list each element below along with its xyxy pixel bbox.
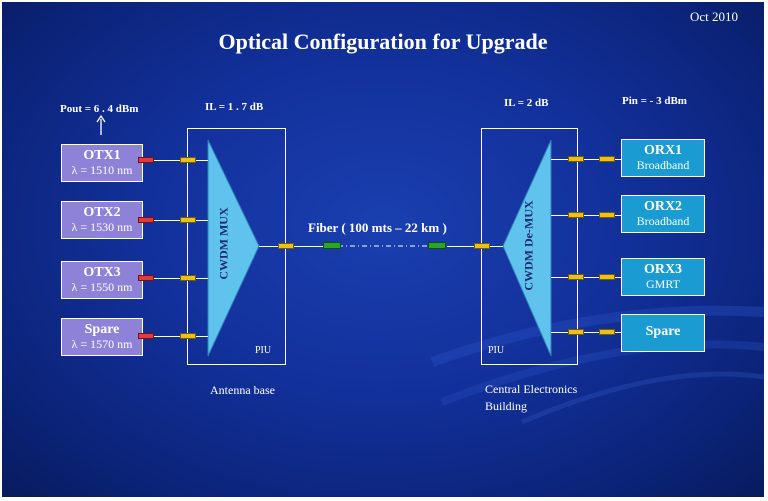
- connector-yellow: [278, 243, 294, 249]
- receiver-sublabel: Broadband: [636, 158, 690, 172]
- piu-left-label: PIU: [255, 345, 272, 356]
- transmitter-otx1[interactable]: OTX1 λ = 1510 nm: [61, 144, 143, 182]
- slide-title: Optical Configuration for Upgrade: [218, 29, 548, 54]
- connector-green: [323, 242, 341, 249]
- wire: [551, 332, 623, 333]
- receiver-name: ORX3: [643, 262, 683, 277]
- receiver-name: Spare: [645, 324, 681, 339]
- wire: [551, 215, 623, 216]
- transmitter-spare[interactable]: Spare λ = 1570 nm: [61, 318, 143, 356]
- receiver-orx2[interactable]: ORX2 Broadband: [621, 195, 705, 233]
- wire: [143, 160, 208, 161]
- demux-label: CWDM De-MUX: [521, 200, 536, 291]
- transmitter-name: OTX3: [83, 265, 121, 280]
- connector-yellow: [599, 274, 615, 280]
- receiver-name: ORX1: [643, 143, 683, 158]
- receiver-orx1[interactable]: ORX1 Broadband: [621, 139, 705, 177]
- connector-red: [138, 333, 154, 339]
- date-label: Oct 2010: [690, 9, 739, 24]
- building-label: Building: [485, 399, 528, 413]
- transmitter-wavelength: λ = 1530 nm: [71, 220, 133, 234]
- wire: [143, 336, 208, 337]
- connector-yellow: [180, 333, 196, 339]
- wire: [551, 159, 623, 160]
- transmitter-name: Spare: [84, 322, 120, 337]
- connector-yellow: [599, 329, 615, 335]
- transmitter-name: OTX1: [83, 148, 121, 163]
- receiver-name: ORX2: [643, 199, 683, 214]
- connector-yellow: [568, 212, 584, 218]
- piu-right-label: PIU: [488, 345, 505, 356]
- connector-green: [428, 242, 446, 249]
- transmitter-wavelength: λ = 1550 nm: [71, 280, 133, 294]
- wire: [143, 220, 208, 221]
- receiver-sublabel: GMRT: [646, 277, 680, 291]
- pin-label: Pin = - 3 dBm: [622, 95, 687, 107]
- connector-yellow: [474, 243, 490, 249]
- fiber-dashed-line: [338, 245, 434, 247]
- receiver-sublabel: Broadband: [636, 214, 690, 228]
- connector-yellow: [180, 275, 196, 281]
- transmitter-name: OTX2: [83, 205, 121, 220]
- mux-label: CWDM MUX: [216, 207, 231, 280]
- insertion-loss-right: IL = 2 dB: [504, 97, 549, 109]
- connector-red: [138, 275, 154, 281]
- connector-yellow: [599, 156, 615, 162]
- wire: [143, 278, 208, 279]
- central-electronics-label: Central Electronics: [485, 382, 578, 396]
- insertion-loss-left: IL = 1 . 7 dB: [205, 101, 264, 113]
- pout-label: Pout = 6 . 4 dBm: [60, 103, 139, 115]
- transmitter-otx3[interactable]: OTX3 λ = 1550 nm: [61, 261, 143, 299]
- connector-yellow: [568, 156, 584, 162]
- transmitter-wavelength: λ = 1570 nm: [71, 337, 133, 351]
- connector-yellow: [599, 212, 615, 218]
- connector-yellow: [568, 274, 584, 280]
- wire: [551, 277, 623, 278]
- antenna-base-label: Antenna base: [210, 383, 275, 397]
- fiber-label: Fiber ( 100 mts – 22 km ): [308, 220, 447, 235]
- connector-yellow: [568, 329, 584, 335]
- receiver-orx3[interactable]: ORX3 GMRT: [621, 258, 705, 296]
- connector-yellow: [180, 217, 196, 223]
- receiver-spare[interactable]: Spare: [621, 314, 705, 352]
- connector-yellow: [180, 157, 196, 163]
- connector-red: [138, 217, 154, 223]
- transmitter-otx2[interactable]: OTX2 λ = 1530 nm: [61, 201, 143, 239]
- transmitter-wavelength: λ = 1510 nm: [71, 163, 133, 177]
- connector-red: [138, 157, 154, 163]
- up-arrow-icon: [96, 114, 106, 135]
